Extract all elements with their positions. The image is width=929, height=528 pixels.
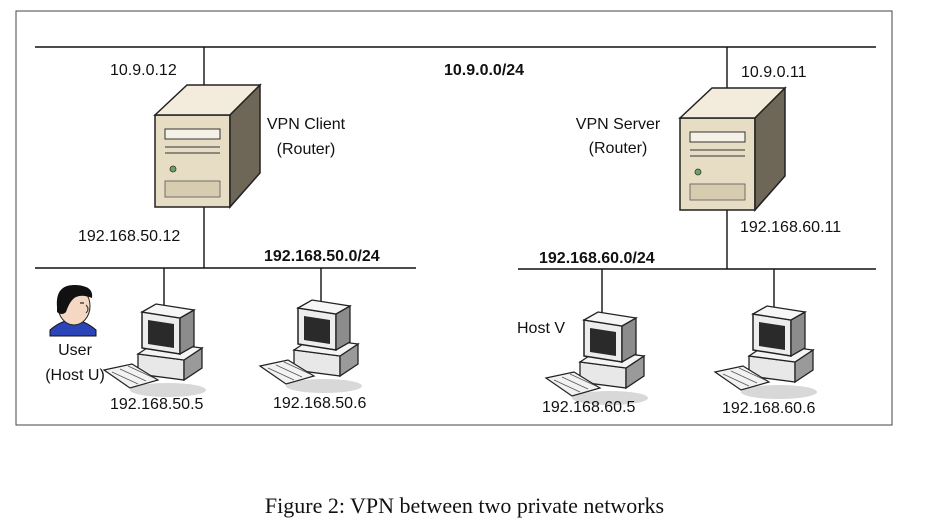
diagram-frame (15, 10, 893, 426)
host-50-6-ip: 192.168.50.6 (273, 395, 367, 412)
vpn-server-inner-ip: 192.168.60.11 (740, 219, 841, 236)
host-60-6-pc-icon (714, 305, 818, 400)
vpn-server-outer-ip: 10.9.0.11 (741, 64, 807, 81)
client-lan-label: 192.168.50.0/24 (264, 248, 380, 265)
user-avatar-icon (49, 284, 97, 337)
host-60-6-ip: 192.168.60.6 (722, 400, 816, 417)
host-v-ip: 192.168.60.5 (542, 399, 636, 416)
host-u-ip: 192.168.50.5 (110, 396, 204, 413)
server-lan-label: 192.168.60.0/24 (539, 250, 655, 267)
user-label: User (58, 342, 92, 359)
vpn-client-outer-ip: 10.9.0.12 (110, 62, 177, 79)
host-v-label: Host V (517, 320, 565, 337)
vpn-client-inner-ip: 192.168.50.12 (78, 228, 180, 245)
vpn-client-role: (Router) (277, 141, 336, 158)
vpn-client-server-icon (154, 84, 261, 208)
figure-caption: Figure 2: VPN between two private networ… (264, 493, 665, 518)
vpn-server-server-icon (679, 87, 786, 211)
host-50-6-pc-icon (259, 299, 363, 394)
vpn-client-name: VPN Client (267, 116, 346, 133)
vpn-server-name: VPN Server (576, 116, 661, 133)
user-host-label: (Host U) (45, 367, 105, 384)
vpn-server-role: (Router) (589, 140, 648, 157)
host-u-pc-icon (103, 303, 207, 398)
vpn-subnet-label: 10.9.0.0/24 (444, 62, 524, 79)
